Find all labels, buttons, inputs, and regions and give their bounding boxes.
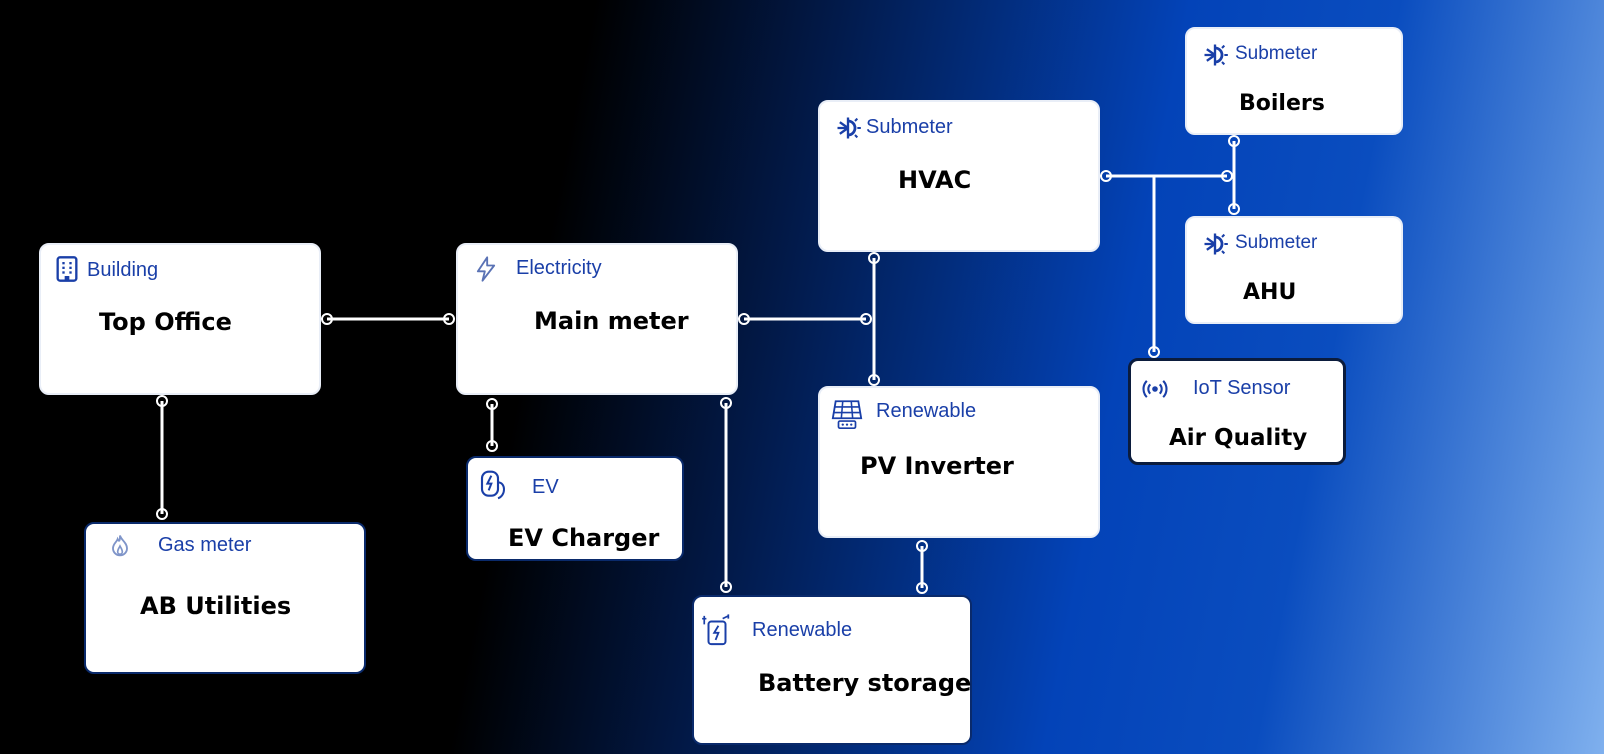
port[interactable] xyxy=(156,395,168,407)
port[interactable] xyxy=(156,508,168,520)
port[interactable] xyxy=(720,397,732,409)
node-pv-inverter[interactable]: Renewable PV Inverter xyxy=(818,386,1100,538)
port[interactable] xyxy=(486,398,498,410)
flame-icon xyxy=(112,535,128,557)
node-title: AB Utilities xyxy=(140,592,292,620)
port[interactable] xyxy=(1100,170,1112,182)
port[interactable] xyxy=(321,313,333,325)
node-category: Gas meter xyxy=(158,534,252,556)
node-ev-charger[interactable]: EV EV Charger xyxy=(466,456,684,561)
signal-broadcast-icon xyxy=(1142,380,1168,398)
node-boilers[interactable]: Submeter Boilers xyxy=(1185,27,1403,135)
node-title: Main meter xyxy=(534,307,689,335)
port[interactable] xyxy=(1221,170,1233,182)
building-icon xyxy=(56,256,78,282)
node-title: Battery storage xyxy=(758,669,972,697)
node-category: Submeter xyxy=(1235,232,1318,253)
ev-charger-icon xyxy=(480,470,505,500)
port[interactable] xyxy=(860,313,872,325)
node-title: AHU xyxy=(1243,280,1297,305)
node-title: Top Office xyxy=(99,308,232,336)
battery-storage-icon xyxy=(702,614,730,646)
node-battery-storage[interactable]: Renewable Battery storage xyxy=(692,595,972,745)
port[interactable] xyxy=(916,582,928,594)
port[interactable] xyxy=(868,252,880,264)
port[interactable] xyxy=(720,581,732,593)
node-category: Building xyxy=(87,259,159,281)
port[interactable] xyxy=(1148,346,1160,358)
node-air-quality[interactable]: IoT Sensor Air Quality xyxy=(1128,358,1346,465)
node-category: Submeter xyxy=(866,116,953,138)
node-hvac[interactable]: Submeter HVAC xyxy=(818,100,1100,252)
snow-sun-icon xyxy=(1204,44,1228,66)
node-category: Submeter xyxy=(1235,43,1318,64)
node-title: Boilers xyxy=(1239,91,1325,116)
node-main-meter[interactable]: Electricity Main meter xyxy=(456,243,738,395)
node-category: EV xyxy=(532,476,559,498)
node-title: EV Charger xyxy=(508,524,660,552)
node-category: Renewable xyxy=(752,619,853,641)
node-category: IoT Sensor xyxy=(1193,377,1291,399)
node-title: PV Inverter xyxy=(860,452,1014,480)
port[interactable] xyxy=(916,540,928,552)
node-title: Air Quality xyxy=(1169,425,1308,451)
port[interactable] xyxy=(1228,203,1240,215)
node-top-office[interactable]: Building Top Office xyxy=(39,243,321,395)
port[interactable] xyxy=(868,374,880,386)
node-ahu[interactable]: Submeter AHU xyxy=(1185,216,1403,324)
port[interactable] xyxy=(1228,135,1240,147)
node-category: Electricity xyxy=(516,257,602,279)
lightning-icon xyxy=(476,256,496,282)
port[interactable] xyxy=(443,313,455,325)
node-gas-meter[interactable]: Gas meter AB Utilities xyxy=(84,522,366,674)
node-title: HVAC xyxy=(898,166,972,194)
port[interactable] xyxy=(738,313,750,325)
port[interactable] xyxy=(486,440,498,452)
solar-panel-icon xyxy=(831,400,863,430)
snow-sun-icon xyxy=(837,117,861,139)
snow-sun-icon xyxy=(1204,233,1228,255)
node-category: Renewable xyxy=(876,400,977,422)
